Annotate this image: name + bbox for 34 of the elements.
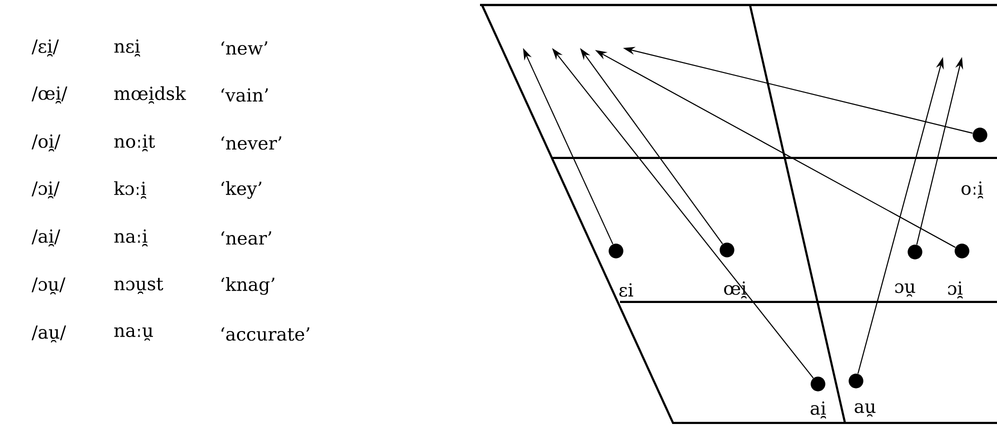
table-cell: ‘key’ <box>221 181 262 199</box>
vowel-dot <box>908 244 922 260</box>
vowel-dot <box>608 244 624 258</box>
table-cell: /ɛi̯/ <box>32 39 59 57</box>
table-cell: mœi̯dsk <box>114 86 186 104</box>
vowel-dot <box>810 376 826 392</box>
table-cell: ‘new’ <box>221 41 268 55</box>
table-cell: /ai̯/ <box>32 229 60 247</box>
table-cell: ‘accurate’ <box>221 327 310 341</box>
table-cell: naːu̯ <box>114 327 153 341</box>
vowel-label: oːi̯ <box>959 180 985 200</box>
table-cell: ‘near’ <box>221 231 272 245</box>
table-cell: ‘knag’ <box>221 277 274 295</box>
table-cell: noːi̯t <box>114 134 155 152</box>
table-cell: nɔu̯st <box>114 278 164 294</box>
table-cell: naːi̯ <box>114 229 148 247</box>
table-cell: /ɔu̯/ <box>32 277 66 294</box>
table-cell: /œi̯/ <box>32 86 68 104</box>
vowel-label: au̯ <box>852 402 878 418</box>
vowel-dot <box>720 242 734 258</box>
vowel-label: ɛi <box>617 282 635 298</box>
table-cell: ‘vain’ <box>221 88 268 102</box>
table-cell: /au̯/ <box>32 325 66 342</box>
vowel-label: ɔi̯ <box>946 280 964 300</box>
table-cell: nɛi̯ <box>114 39 140 57</box>
table-cell: ‘never’ <box>221 136 282 150</box>
table-cell: kɔːi̯ <box>114 181 146 199</box>
vowel-dot <box>954 244 970 258</box>
vowel-dot <box>848 374 864 388</box>
table-cell: /ɔi̯/ <box>32 181 60 199</box>
vowel-dot <box>972 128 988 142</box>
table-cell: /oi̯/ <box>32 134 60 152</box>
vowel-label: ai̯ <box>808 400 828 420</box>
vowel-label: ɔu̯ <box>892 282 918 298</box>
